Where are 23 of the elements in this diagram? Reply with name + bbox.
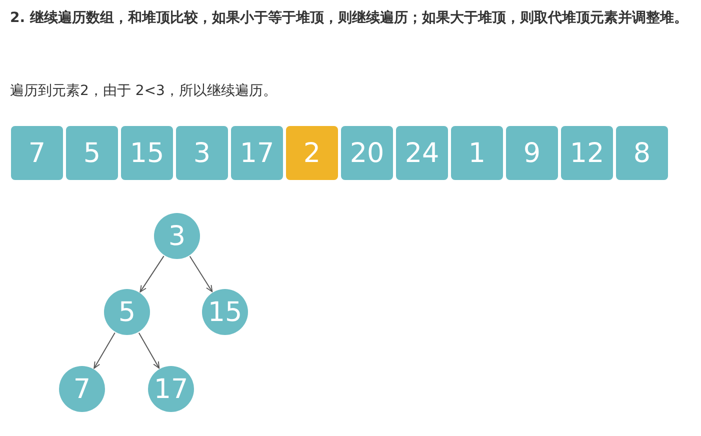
array-cell: 2 <box>286 126 338 180</box>
arrow <box>94 332 116 369</box>
array-cell: 8 <box>616 126 668 180</box>
tree-node: 5 <box>104 289 150 335</box>
tree-node: 7 <box>59 366 105 412</box>
tree-node: 15 <box>202 289 248 335</box>
array-cell: 5 <box>66 126 118 180</box>
array-cell: 17 <box>231 126 283 180</box>
arrow <box>138 332 160 369</box>
array-cell: 9 <box>506 126 558 180</box>
note-text: 遍历到元素2，由于 2<3，所以继续遍历。 <box>10 82 277 100</box>
array-cell: 20 <box>341 126 393 180</box>
array-cell: 24 <box>396 126 448 180</box>
heading: 2. 继续遍历数组，和堆顶比较，如果小于等于堆顶，则继续遍历；如果大于堆顶，则取代堆顶元素并调整堆。 <box>10 8 689 28</box>
array-cell: 1 <box>451 126 503 180</box>
tree-node: 17 <box>148 366 194 412</box>
tree-node: 3 <box>154 213 200 259</box>
arrow <box>189 256 213 292</box>
array-cell: 12 <box>561 126 613 180</box>
array-cell: 15 <box>121 126 173 180</box>
array-cell: 7 <box>11 126 63 180</box>
arrow <box>140 256 164 292</box>
array-cell: 3 <box>176 126 228 180</box>
